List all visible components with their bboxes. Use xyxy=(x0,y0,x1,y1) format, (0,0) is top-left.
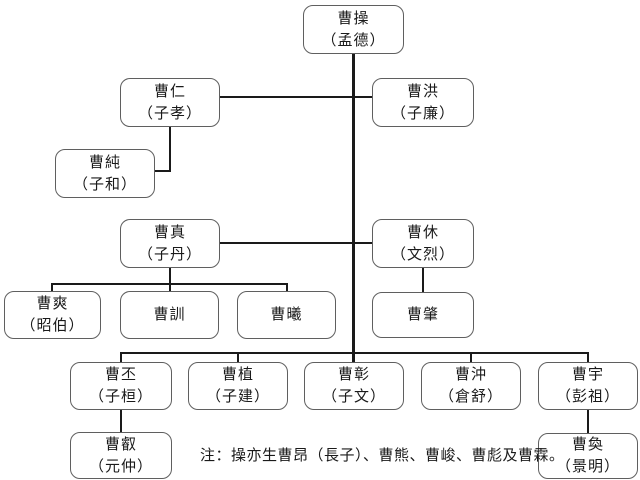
node-courtesy: （文烈） xyxy=(390,244,455,263)
connector-sons-horizontal xyxy=(120,352,589,354)
node-caochong: 曹沖 （倉舒） xyxy=(421,362,521,410)
connector-caoxiu-caozhao-vertical xyxy=(422,267,424,293)
node-courtesy: （子孝） xyxy=(137,103,202,122)
connector-caoyu-caohuan-vertical xyxy=(587,409,589,434)
node-caozhao: 曹肇 xyxy=(372,292,474,338)
node-courtesy: （元仲） xyxy=(88,456,153,475)
node-name: 曹植 xyxy=(221,365,254,384)
connector-caoshuang-stub xyxy=(51,283,53,292)
node-name: 曹爽 xyxy=(36,294,69,313)
node-name: 曹肇 xyxy=(406,305,439,324)
connector-caoyu-stub xyxy=(587,352,589,363)
connector-caozhen-children-horizontal xyxy=(51,283,288,285)
node-courtesy: （孟德） xyxy=(321,30,386,49)
connector-caozhi-stub xyxy=(237,352,239,363)
node-name: 曹奐 xyxy=(571,435,604,454)
connector-caopi-caorui-vertical xyxy=(120,409,122,433)
node-name: 曹操 xyxy=(337,8,370,27)
connector-caopi-stub xyxy=(120,352,122,363)
node-caoyu: 曹宇 （彭祖） xyxy=(538,362,638,410)
node-courtesy: （倉舒） xyxy=(438,387,503,405)
note-text: 注：操亦生曹昂（長子）、曹熊、曹峻、曹彪及曹霖。 xyxy=(200,446,565,464)
node-caoxun: 曹訓 xyxy=(120,291,219,339)
node-name: 曹丕 xyxy=(104,365,137,384)
node-caoshuang: 曹爽 （昭伯） xyxy=(4,291,101,339)
node-courtesy: （彭祖） xyxy=(555,387,620,405)
node-caoxiu: 曹休 （文烈） xyxy=(372,219,474,268)
node-caochun: 曹純 （子和） xyxy=(55,149,155,198)
node-caocao: 曹操 （孟德） xyxy=(303,5,404,54)
node-caoxi: 曹曦 xyxy=(237,291,336,339)
node-caozhen: 曹真 （子丹） xyxy=(120,219,220,268)
node-name: 曹叡 xyxy=(104,434,137,453)
connector-caoren-caochun-vertical xyxy=(169,126,171,172)
node-name: 曹洪 xyxy=(406,81,439,100)
node-name: 曹沖 xyxy=(454,365,487,384)
node-name: 曹純 xyxy=(88,152,121,171)
node-name: 曹宇 xyxy=(571,365,604,384)
node-courtesy: （子文） xyxy=(321,387,386,405)
node-name: 曹休 xyxy=(406,222,439,241)
node-caozhi: 曹植 （子建） xyxy=(188,362,288,410)
node-courtesy: （昭伯） xyxy=(20,316,85,334)
node-caopi: 曹丕 （子桓） xyxy=(70,362,172,410)
node-name: 曹仁 xyxy=(153,81,186,100)
connector-row4-horizontal xyxy=(219,242,373,244)
connector-caoren-caochun-horizontal xyxy=(154,170,171,172)
node-caorui: 曹叡 （元仲） xyxy=(70,432,172,479)
node-caozhang: 曹彰 （子文） xyxy=(304,362,404,410)
connector-row2-horizontal xyxy=(219,96,373,98)
node-name: 曹曦 xyxy=(270,305,303,324)
node-name: 曹真 xyxy=(153,222,186,241)
node-name: 曹訓 xyxy=(153,305,186,324)
connector-caochong-stub xyxy=(470,352,472,363)
node-caohong: 曹洪 （子廉） xyxy=(372,78,474,127)
node-courtesy: （子桓） xyxy=(88,387,153,405)
node-caoren: 曹仁 （子孝） xyxy=(120,78,220,127)
node-courtesy: （子廉） xyxy=(390,103,455,122)
node-courtesy: （景明） xyxy=(555,457,620,475)
node-courtesy: （子建） xyxy=(205,387,270,405)
connector-caozhen-children-vertical xyxy=(169,267,171,292)
connector-trunk xyxy=(352,54,355,362)
node-courtesy: （子丹） xyxy=(137,244,202,263)
connector-caoxi-stub xyxy=(286,283,288,292)
node-caohuan: 曹奐 （景明） xyxy=(538,433,638,479)
node-name: 曹彰 xyxy=(337,365,370,384)
node-courtesy: （子和） xyxy=(72,174,137,193)
